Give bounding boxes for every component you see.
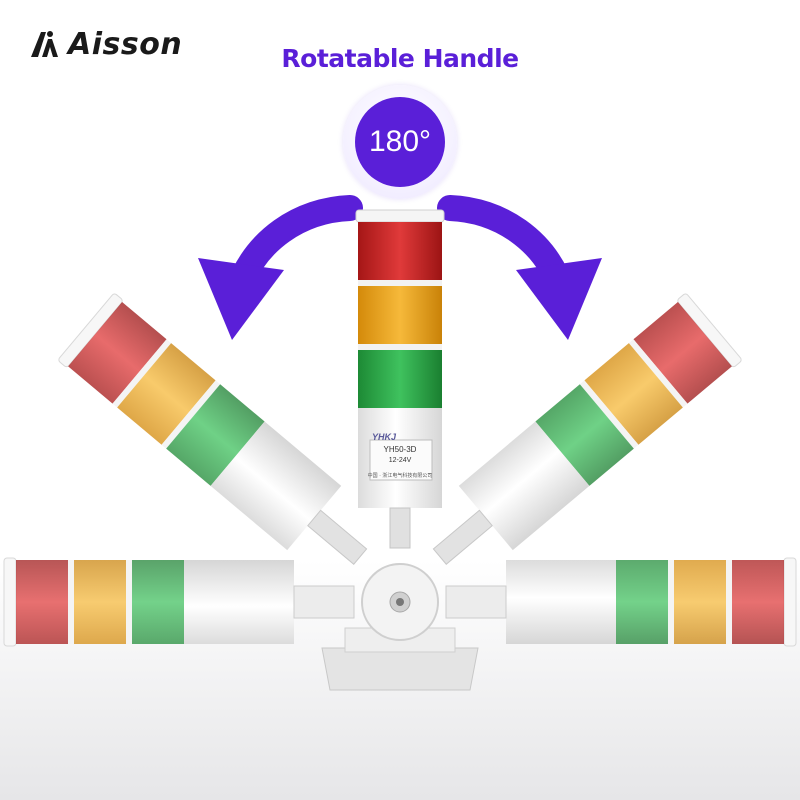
lamp-voltage: 12-24V: [389, 457, 412, 464]
lamp-model: YH50-3D: [384, 445, 417, 454]
aisson-logo-icon: [31, 31, 58, 57]
tower-light-tilted-right: [432, 293, 742, 565]
lamp-logo: YHKJ: [372, 432, 397, 442]
rotation-badge: 180°: [343, 85, 457, 199]
brand-name: Aisson: [68, 26, 183, 62]
rotate-left-arrow-icon: [198, 195, 363, 340]
rotate-right-arrow-icon: [437, 195, 602, 340]
brand-logo: Aisson: [28, 22, 182, 66]
headline: Rotatable Handle: [281, 44, 519, 73]
tower-light-horizontal-right: [445, 557, 797, 647]
lamp-maker: 中国 · 浙江电气科技有限公司: [368, 472, 433, 479]
tower-light-horizontal-left: [3, 557, 355, 647]
tower-light-vertical: [355, 209, 445, 549]
mounting-base: [321, 563, 479, 691]
lamp-label: YHKJ YH50-3D 12-24V 中国 · 浙江电气科技有限公司: [368, 432, 433, 479]
rotation-value: 180°: [355, 97, 445, 187]
tower-light-tilted-left: [58, 293, 368, 565]
